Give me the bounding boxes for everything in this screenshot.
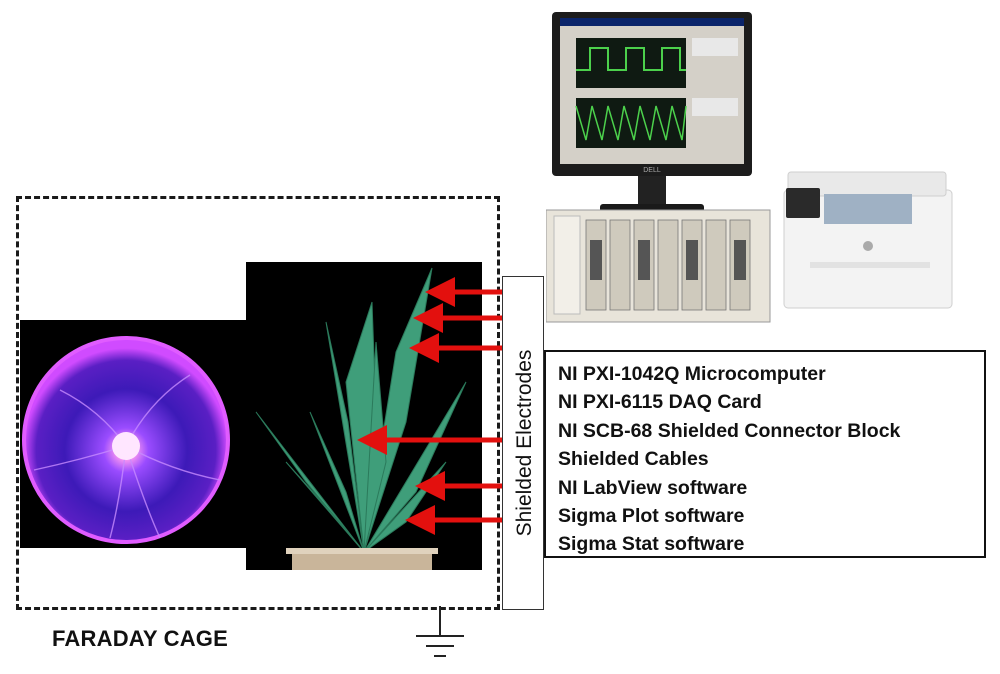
- list-item: NI LabView software: [558, 476, 748, 499]
- equipment-list-box: NI PXI-1042Q Microcomputer NI PXI-6115 D…: [544, 350, 986, 558]
- list-item: NI PXI-1042Q Microcomputer: [558, 363, 826, 385]
- plasma-ball-image: [20, 320, 248, 548]
- printer-image: [780, 168, 956, 310]
- list-item: Sigma Plot software: [558, 505, 745, 528]
- list-item: Sigma Stat software: [558, 533, 745, 556]
- electrode-arrows: [357, 277, 502, 535]
- printer-control-panel: [786, 188, 820, 218]
- monitor-brand: DELL: [643, 167, 661, 174]
- equipment-list: NI PXI-1042Q Microcomputer NI PXI-6115 D…: [546, 352, 984, 559]
- shielded-electrodes-label: Shielded Electrodes: [513, 350, 536, 537]
- faraday-cage-label: FARADAY CAGE: [52, 626, 228, 651]
- pxi-computer-image: DELL: [545, 10, 782, 326]
- list-item: NI SCB-68 Shielded Connector Block: [558, 419, 901, 442]
- list-item: NI PXI-6115 DAQ Card: [558, 391, 762, 414]
- list-item: Shielded Cables: [558, 448, 709, 471]
- shielded-electrodes-box: Shielded Electrodes: [502, 276, 544, 610]
- ground-icon: [416, 606, 464, 657]
- faraday-cage-boundary: [16, 196, 500, 610]
